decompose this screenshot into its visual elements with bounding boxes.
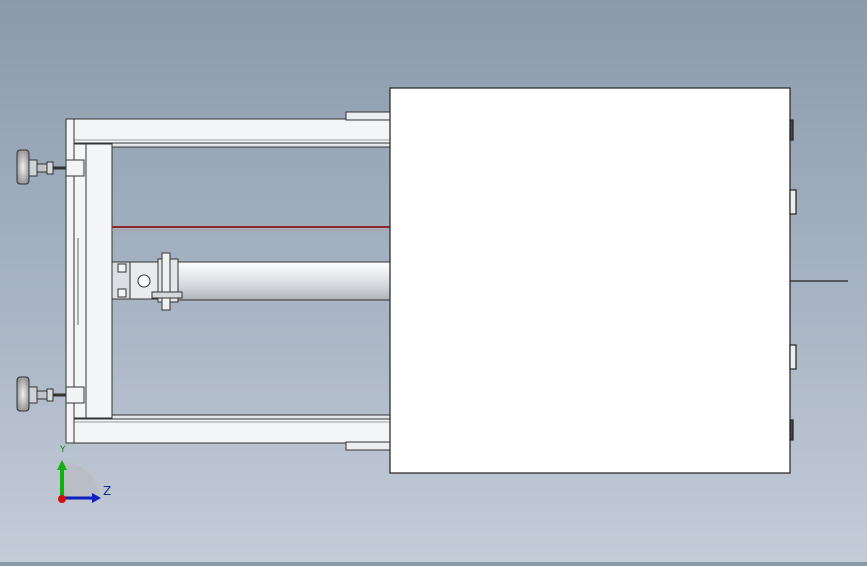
leveling-foot-bottom[interactable] [16,376,85,412]
box-hinge-lower [789,344,797,370]
box-latch-bottom [789,419,794,441]
frame-side-panel [85,143,113,419]
clevis-pin [137,274,151,288]
top-rail-lip [73,142,391,148]
triad-z-label: Z [103,484,112,498]
enclosure-box[interactable] [389,87,848,474]
triad-y-label: Y [60,445,66,455]
frame-assembly[interactable] [65,111,391,451]
orientation-triad[interactable] [57,460,101,503]
pneumatic-cylinder[interactable] [111,252,391,311]
bottom-rail-lip [73,414,391,420]
cylinder-barrel [177,261,391,301]
top-bracket [345,111,391,121]
top-rail [73,118,391,144]
cylinder-flange [161,252,171,311]
triad-x-axis-dot [58,495,66,503]
foot-pad-top [16,149,30,185]
leveling-foot-top[interactable] [16,149,85,185]
triad-quarter-disc [62,462,100,500]
cylinder-mount-foot [151,291,183,299]
foot-pad-bottom [16,376,30,412]
bottom-rail [73,418,391,444]
box-hinge-upper [789,189,797,215]
end-plate-inner [73,143,87,419]
box-latch-top [789,119,794,141]
enclosure-body [389,87,791,474]
bottom-bracket [345,441,391,451]
